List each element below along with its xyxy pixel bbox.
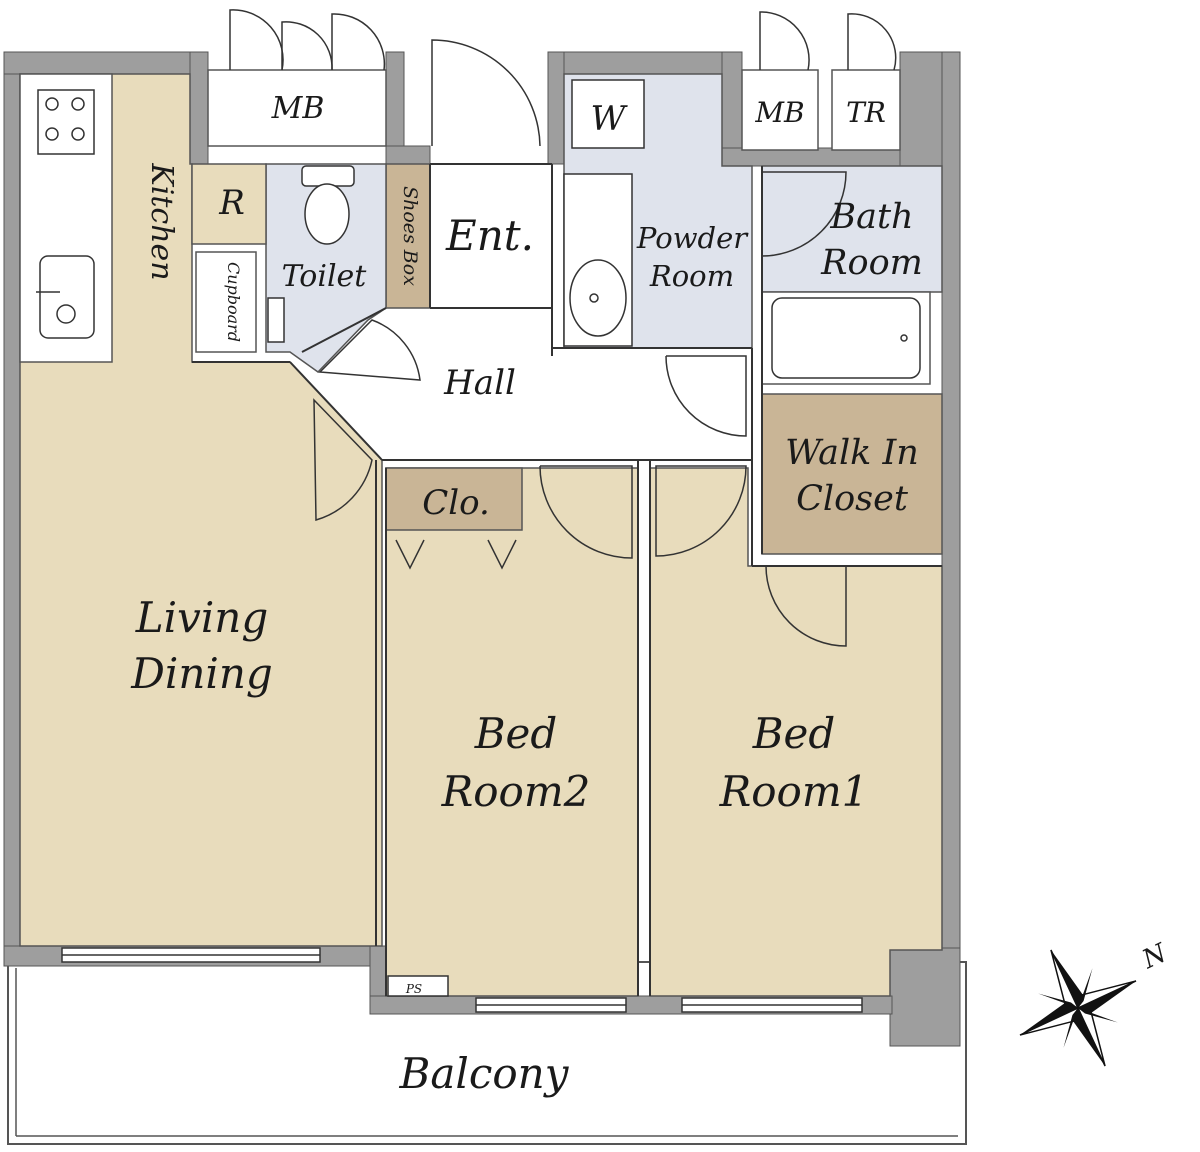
pipe-space-label: PS — [405, 982, 422, 996]
bed-room-1-label-line2: Room1 — [719, 767, 869, 816]
bed-room-2-label-line1: Bed — [474, 709, 558, 758]
compass-north-label: N — [1137, 938, 1172, 976]
balcony-label: Balcony — [399, 1049, 570, 1098]
kitchen-sink — [36, 255, 95, 339]
powder-room-label-line1: Powder — [636, 221, 749, 255]
walk-in-closet-label-line2: Closet — [796, 479, 909, 519]
room-labels: MB MB TR W R Kitchen Cupboard Toilet Sho… — [130, 91, 923, 1098]
bed-room-1-label-line1: Bed — [752, 709, 836, 758]
washer-space — [571, 79, 645, 149]
toilet-label: Toilet — [282, 259, 368, 294]
closet-label: Clo. — [422, 483, 490, 523]
shoes-box-label: Shoes Box — [399, 186, 421, 286]
windows — [61, 947, 863, 1013]
living-dining-label-line1: Living — [135, 593, 268, 642]
kitchen-label: Kitchen — [144, 162, 179, 280]
wash-basin — [563, 173, 633, 347]
refrigerator-label: R — [218, 183, 245, 223]
powder-room-label-line2: Room — [649, 259, 734, 293]
hall-label: Hall — [443, 363, 516, 403]
walk-in-closet-label-line1: Walk In — [785, 433, 919, 473]
meter-box-label-right: MB — [754, 96, 804, 129]
washer-label: W — [591, 99, 629, 139]
living-dining-label-line2: Dining — [130, 649, 273, 698]
pipe-space — [387, 975, 449, 997]
bath-room-label-line1: Bath — [829, 197, 913, 237]
bathtub — [771, 297, 921, 379]
stove — [37, 89, 95, 155]
toilet-bowl — [267, 165, 355, 343]
entrance-label: Ent. — [445, 211, 534, 260]
compass-rose-icon — [1019, 949, 1137, 1067]
trunk-room-label: TR — [846, 96, 886, 129]
bath-room-label-line2: Room — [820, 243, 923, 283]
exterior-walls — [3, 51, 961, 1047]
floor-areas — [19, 69, 943, 997]
bed-room-2-label-line2: Room2 — [441, 767, 591, 816]
meter-box-label-left: MB — [271, 91, 325, 126]
doors — [229, 9, 897, 647]
cupboard-label: Cupboard — [224, 262, 243, 342]
